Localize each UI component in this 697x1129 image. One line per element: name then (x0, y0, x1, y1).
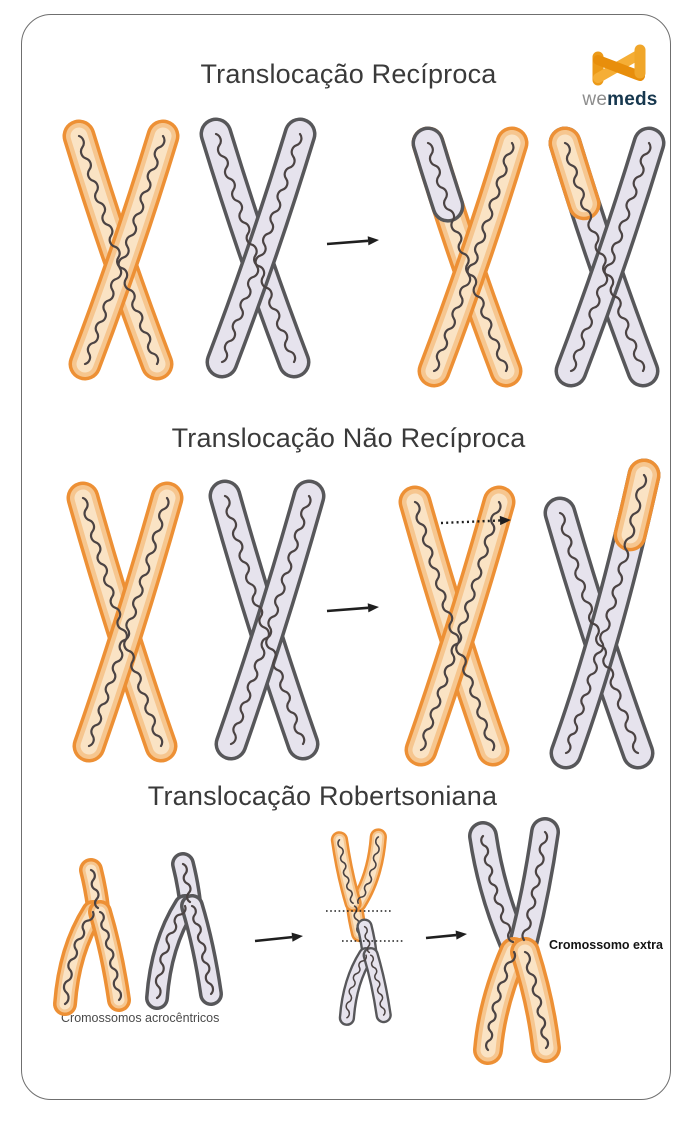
acrocentric-orange (53, 858, 131, 1016)
chromatid-arm (76, 127, 172, 373)
arrow-head (367, 603, 379, 613)
dna-helix (419, 500, 502, 752)
dna-helix (523, 950, 550, 1050)
chromatid-arm (558, 130, 662, 384)
chromosome-orange-donor (398, 485, 516, 767)
logo-text-meds: meds (607, 89, 658, 110)
chromosome-gray-with-orange-tip (548, 126, 666, 388)
arrow-head (367, 236, 379, 246)
chromatid-arm (335, 835, 358, 908)
arrow-head (455, 930, 467, 940)
dna-helix (345, 954, 368, 1019)
dna-helix (413, 500, 496, 752)
dna-helix (181, 862, 192, 904)
section-title-non-reciprocal: Translocação Não Recíproca (171, 423, 526, 453)
dna-helix (426, 141, 509, 373)
dna-helix (485, 950, 517, 1052)
arrow-shaft (254, 935, 293, 943)
chromatid-arm (425, 134, 521, 380)
chromatid-arm (148, 897, 194, 1007)
dna-helix (563, 141, 646, 373)
logo-text-we: we (582, 89, 608, 110)
arrow-shaft (425, 933, 457, 940)
caption-extra-chromosome: Cromossomo extra (549, 938, 663, 952)
fused-chromosome (468, 817, 561, 1065)
acrocentric-gray-middle (338, 918, 392, 1026)
dna-helix (357, 836, 380, 904)
dna-helix (569, 141, 652, 373)
arrow-shaft (326, 239, 369, 246)
acrocentric-orange-inverted (330, 828, 387, 943)
chromosome-orange-normal-2 (66, 481, 184, 763)
dna-helix (369, 954, 386, 1016)
section-title-reciprocal: Translocação Recíproca (200, 59, 497, 89)
arrow-shaft (326, 606, 369, 613)
chromatid-arm (209, 121, 313, 375)
dna-helix (558, 511, 640, 755)
dna-helix (432, 141, 515, 373)
dna-helix (89, 868, 100, 910)
caption-acrocentric-chromosomes: Cromossomos acrocêntricos (61, 1011, 220, 1025)
dna-helix (564, 473, 648, 755)
arrow-icon (326, 603, 379, 613)
wemeds-logo: wemeds (574, 40, 666, 110)
section-title-robertsonian: Translocação Robertsoniana (147, 781, 498, 811)
dna-helix (223, 494, 306, 746)
dna-helix (220, 132, 303, 364)
arrow-icon (425, 930, 467, 940)
arrow-head (499, 515, 511, 526)
chromatid-arm (354, 833, 383, 908)
chromosome-orange-normal-1 (62, 119, 180, 381)
dna-helix (521, 830, 549, 942)
chromosome-gray-normal-2 (208, 479, 326, 761)
dna-helix (81, 496, 164, 748)
wemeds-logo-text: wemeds (574, 90, 666, 110)
dna-helix (154, 904, 187, 1000)
chromosome-gray-normal-1 (199, 117, 317, 379)
chromatid-arm (471, 824, 525, 954)
wemeds-logo-icon (592, 44, 646, 86)
dna-helix (337, 839, 354, 904)
dna-helix (229, 494, 312, 746)
dna-helix (62, 910, 95, 1006)
chromosome-orange-with-gray-tip (411, 126, 529, 388)
dna-helix (214, 132, 297, 364)
chromatid-arm (364, 949, 390, 1021)
dna-helix (190, 904, 215, 996)
dna-helix (363, 925, 371, 954)
dna-helix (77, 134, 160, 366)
dna-helix (98, 910, 123, 1002)
chromosome-gray-with-added-orange-segment (543, 458, 661, 770)
figure-border (21, 14, 671, 1100)
chromatid-arm (341, 949, 372, 1024)
arrow-head (291, 932, 303, 942)
dna-helix (83, 134, 166, 366)
acrocentric-gray (145, 852, 223, 1010)
dna-helix (87, 496, 170, 748)
arrow-icon (326, 236, 379, 246)
dotted-transfer-arrow-icon (440, 515, 511, 526)
dna-helix (480, 834, 515, 944)
arrow-icon (254, 932, 303, 943)
